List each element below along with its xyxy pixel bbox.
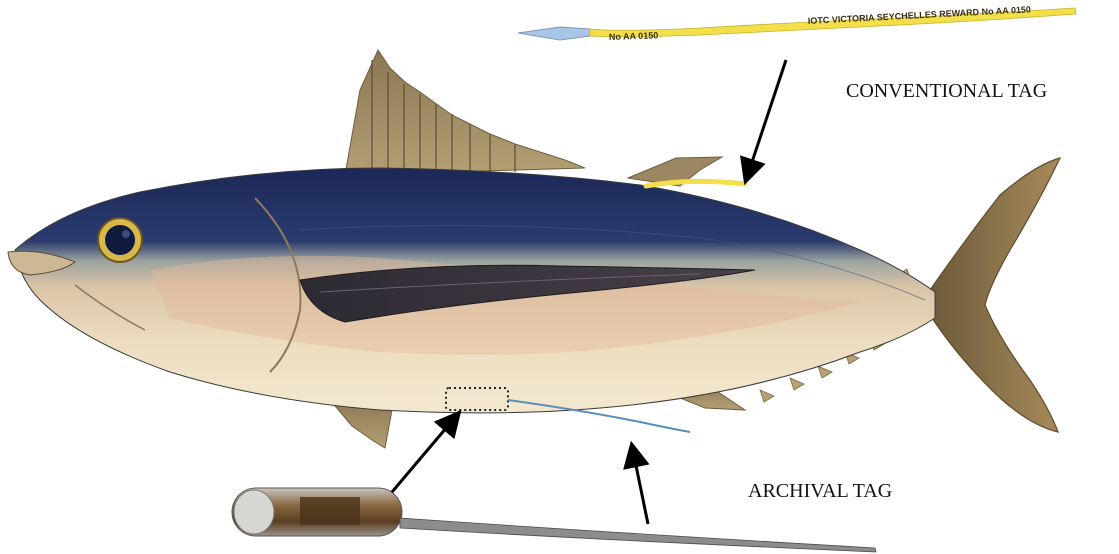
archival-tag-label: ARCHIVAL TAG bbox=[748, 480, 892, 502]
inserted-conventional-tag bbox=[646, 181, 745, 186]
arrow-archival-implant bbox=[392, 414, 458, 492]
conventional-tag-icon: No AA 0150 IOTC VICTORIA SEYCHELLES REWA… bbox=[518, 4, 1076, 42]
arrow-conventional-tag bbox=[746, 60, 786, 180]
conventional-tag-print-left: No AA 0150 bbox=[609, 30, 659, 42]
albacore-tuna-icon bbox=[8, 50, 1060, 448]
conventional-tag-label: CONVENTIONAL TAG bbox=[846, 80, 1047, 102]
arrow-archival-stalk bbox=[632, 446, 648, 524]
